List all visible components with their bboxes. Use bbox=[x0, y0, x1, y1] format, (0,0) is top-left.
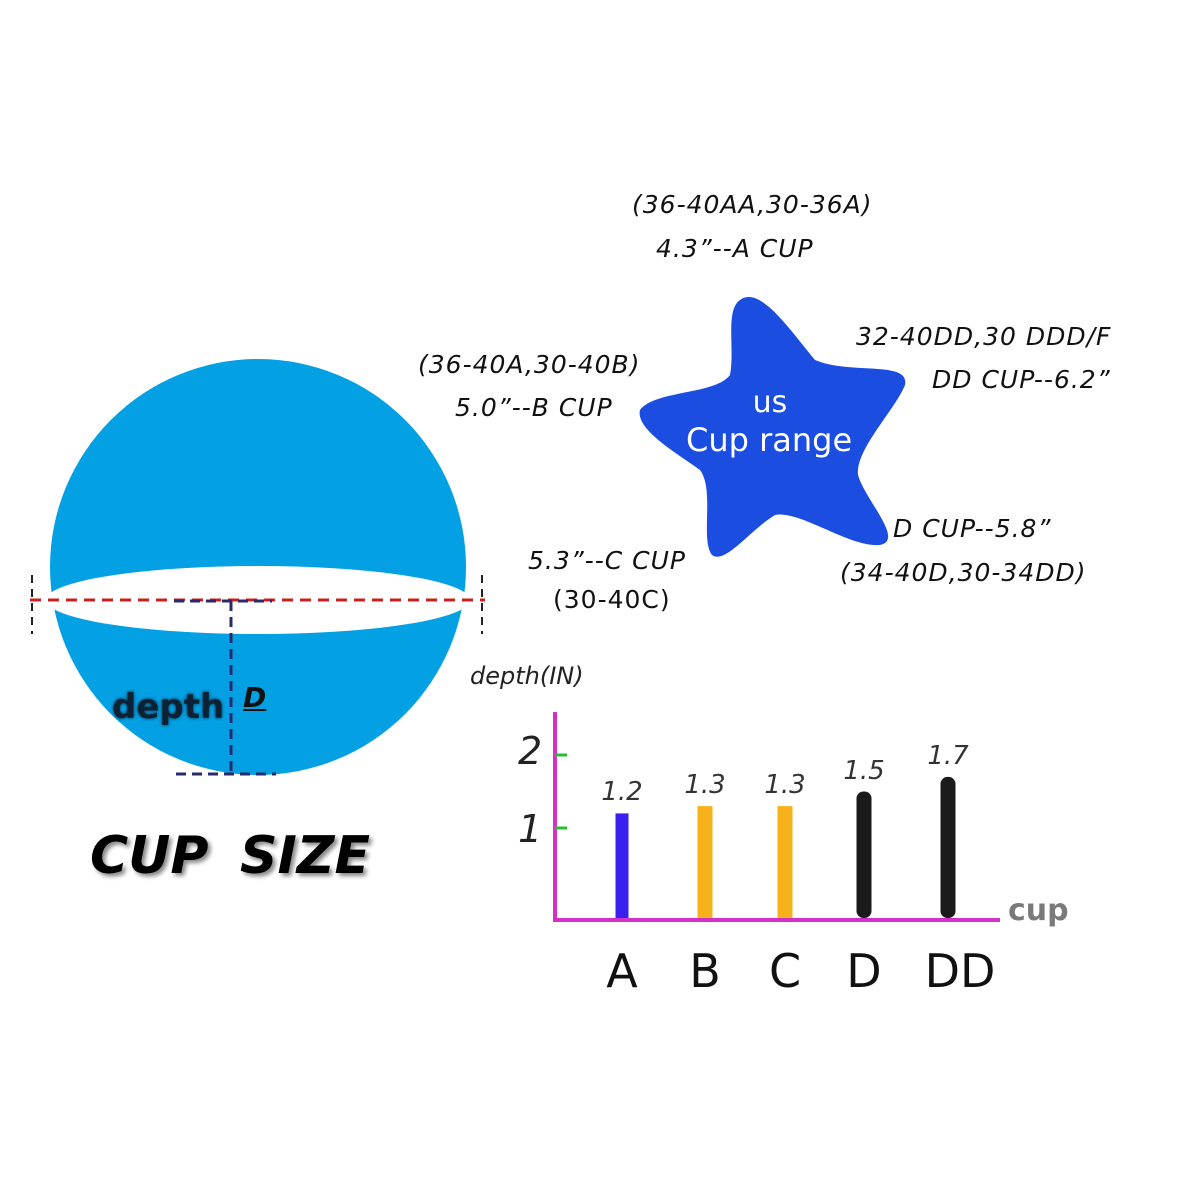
chart-y-axis-label: depth(IN) bbox=[470, 662, 584, 690]
label-a-cup: 4.3”--A CUP bbox=[656, 234, 814, 263]
bar-a bbox=[615, 813, 629, 918]
category-label-d: D bbox=[846, 944, 882, 998]
y-tick-label-1: 1 bbox=[518, 807, 543, 851]
label-a-range: (36-40AA,30-36A) bbox=[632, 190, 873, 219]
label-b-cup: 5.0”--B CUP bbox=[455, 393, 613, 422]
depth-label: depth bbox=[112, 687, 225, 727]
category-label-b: B bbox=[689, 944, 721, 998]
title-size: SIZE bbox=[240, 826, 371, 886]
star-text-us: us bbox=[752, 385, 788, 420]
value-label-d: 1.5 bbox=[843, 755, 885, 786]
label-d-cup: D CUP--5.8” bbox=[893, 514, 1052, 543]
bar-b bbox=[697, 806, 713, 918]
category-label-a: A bbox=[606, 944, 638, 998]
bar-dd bbox=[940, 776, 956, 918]
label-b-range: (36-40A,30-40B) bbox=[418, 350, 641, 379]
category-label-dd: DD bbox=[924, 944, 996, 998]
star-shape bbox=[639, 297, 906, 557]
y-tick-label-2: 2 bbox=[518, 729, 543, 773]
bar-c bbox=[777, 806, 793, 918]
value-label-c: 1.3 bbox=[764, 770, 806, 801]
value-label-a: 1.2 bbox=[601, 777, 643, 808]
title-cup: CUP bbox=[90, 826, 209, 886]
label-dd-range: 32-40DD,30 DDD/F bbox=[856, 322, 1112, 351]
value-label-b: 1.3 bbox=[684, 770, 726, 801]
category-label-c: C bbox=[768, 944, 802, 998]
label-dd-cup: DD CUP--6.2” bbox=[932, 365, 1111, 394]
depth-letter: D bbox=[243, 681, 267, 714]
chart-bars bbox=[615, 776, 956, 918]
bar-d bbox=[856, 791, 872, 918]
star-text-cup-range: Cup range bbox=[686, 421, 853, 459]
label-c-cup: 5.3”--C CUP bbox=[528, 546, 686, 575]
chart-x-axis-label: cup bbox=[1008, 893, 1069, 928]
value-label-dd: 1.7 bbox=[927, 740, 969, 771]
label-c-range: (30-40C) bbox=[553, 585, 671, 614]
label-d-range: (34-40D,30-34DD) bbox=[840, 558, 1087, 587]
